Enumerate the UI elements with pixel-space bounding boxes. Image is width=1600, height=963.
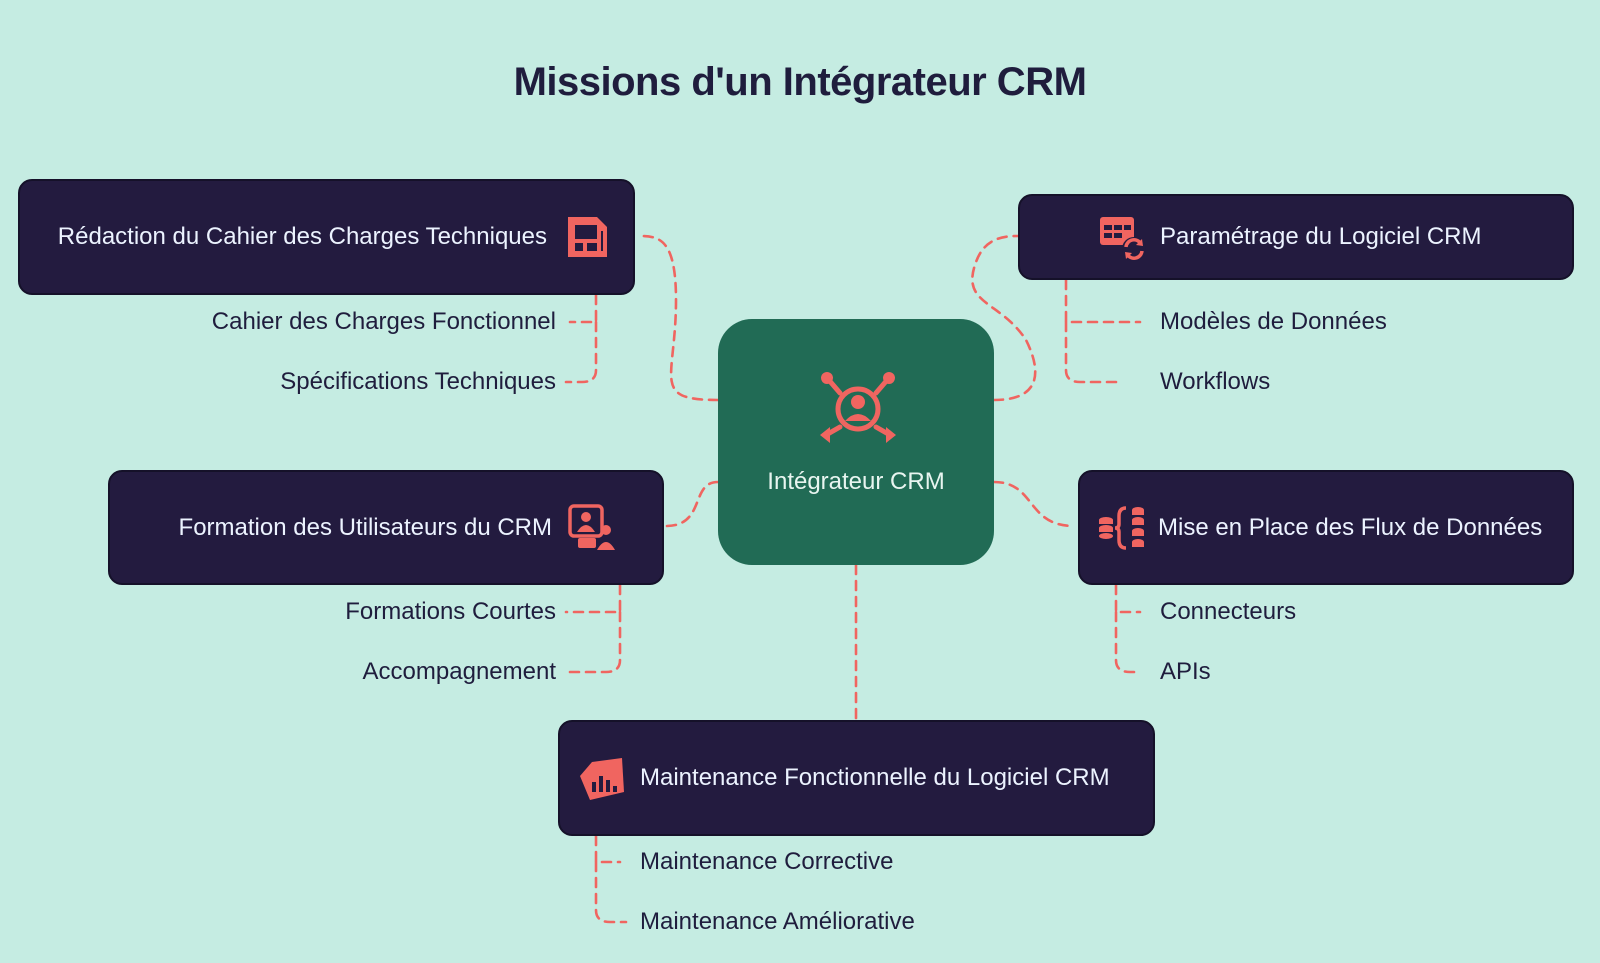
- branch-label-param: Paramétrage du Logiciel CRM: [1160, 223, 1482, 250]
- center-node-label: Intégrateur CRM: [767, 468, 945, 495]
- user-training-icon: [568, 503, 616, 552]
- connector-center-cahier: [638, 234, 720, 402]
- connector-maint-child-1: [594, 834, 622, 864]
- connector-maint-child-2: [594, 860, 628, 924]
- child-flux-1: Connecteurs: [1160, 598, 1297, 625]
- child-formation-2: Accompagnement: [362, 658, 556, 685]
- child-flux-2: APIs: [1160, 658, 1211, 685]
- connector-flux-child-2: [1114, 610, 1142, 674]
- branch-node-cahier[interactable]: Rédaction du Cahier des Charges Techniqu…: [18, 179, 635, 295]
- data-flow-icon: [1098, 504, 1146, 552]
- connector-formation-child-2: [564, 610, 622, 674]
- child-maint-1: Maintenance Corrective: [640, 848, 894, 875]
- connector-center-formation: [664, 480, 720, 528]
- center-node[interactable]: Intégrateur CRM: [718, 319, 994, 565]
- connector-formation-child-1: [564, 583, 622, 614]
- connector-param-child-2: [1064, 320, 1118, 384]
- branch-label-formation: Formation des Utilisateurs du CRM: [178, 513, 552, 541]
- diagram-title: Missions d'un Intégrateur CRM: [513, 60, 1087, 104]
- child-param-1: Modèles de Données: [1160, 308, 1387, 335]
- document-layout-icon: [563, 213, 611, 261]
- child-param-2: Workflows: [1160, 368, 1271, 395]
- child-cahier-2: Spécifications Techniques: [280, 368, 556, 395]
- branch-label-maint: Maintenance Fonctionnelle du Logiciel CR…: [640, 764, 1110, 791]
- child-formation-1: Formations Courtes: [345, 598, 556, 625]
- branch-node-param[interactable]: Paramétrage du Logiciel CRM: [1018, 194, 1574, 280]
- branch-node-flux[interactable]: Mise en Place des Flux de Données: [1078, 470, 1574, 585]
- connector-cahier-child-1: [568, 293, 598, 324]
- connector-center-flux: [992, 480, 1076, 528]
- maintenance-chart-icon: [578, 754, 626, 802]
- child-maint-2: Maintenance Améliorative: [640, 908, 915, 935]
- connector-cahier-child-2: [564, 320, 598, 384]
- branch-node-maint[interactable]: Maintenance Fonctionnelle du Logiciel CR…: [558, 720, 1155, 836]
- table-sync-icon: [1098, 213, 1146, 261]
- branch-node-formation[interactable]: Formation des Utilisateurs du CRM: [108, 470, 664, 585]
- branch-label-cahier: Rédaction du Cahier des Charges Techniqu…: [57, 223, 547, 250]
- crm-integrator-icon: [818, 369, 898, 449]
- connector-flux-child-1: [1114, 583, 1142, 614]
- child-cahier-1: Cahier des Charges Fonctionnel: [211, 308, 556, 335]
- connector-param-child-1: [1064, 278, 1142, 324]
- branch-label-flux: Mise en Place des Flux de Données: [1158, 513, 1543, 541]
